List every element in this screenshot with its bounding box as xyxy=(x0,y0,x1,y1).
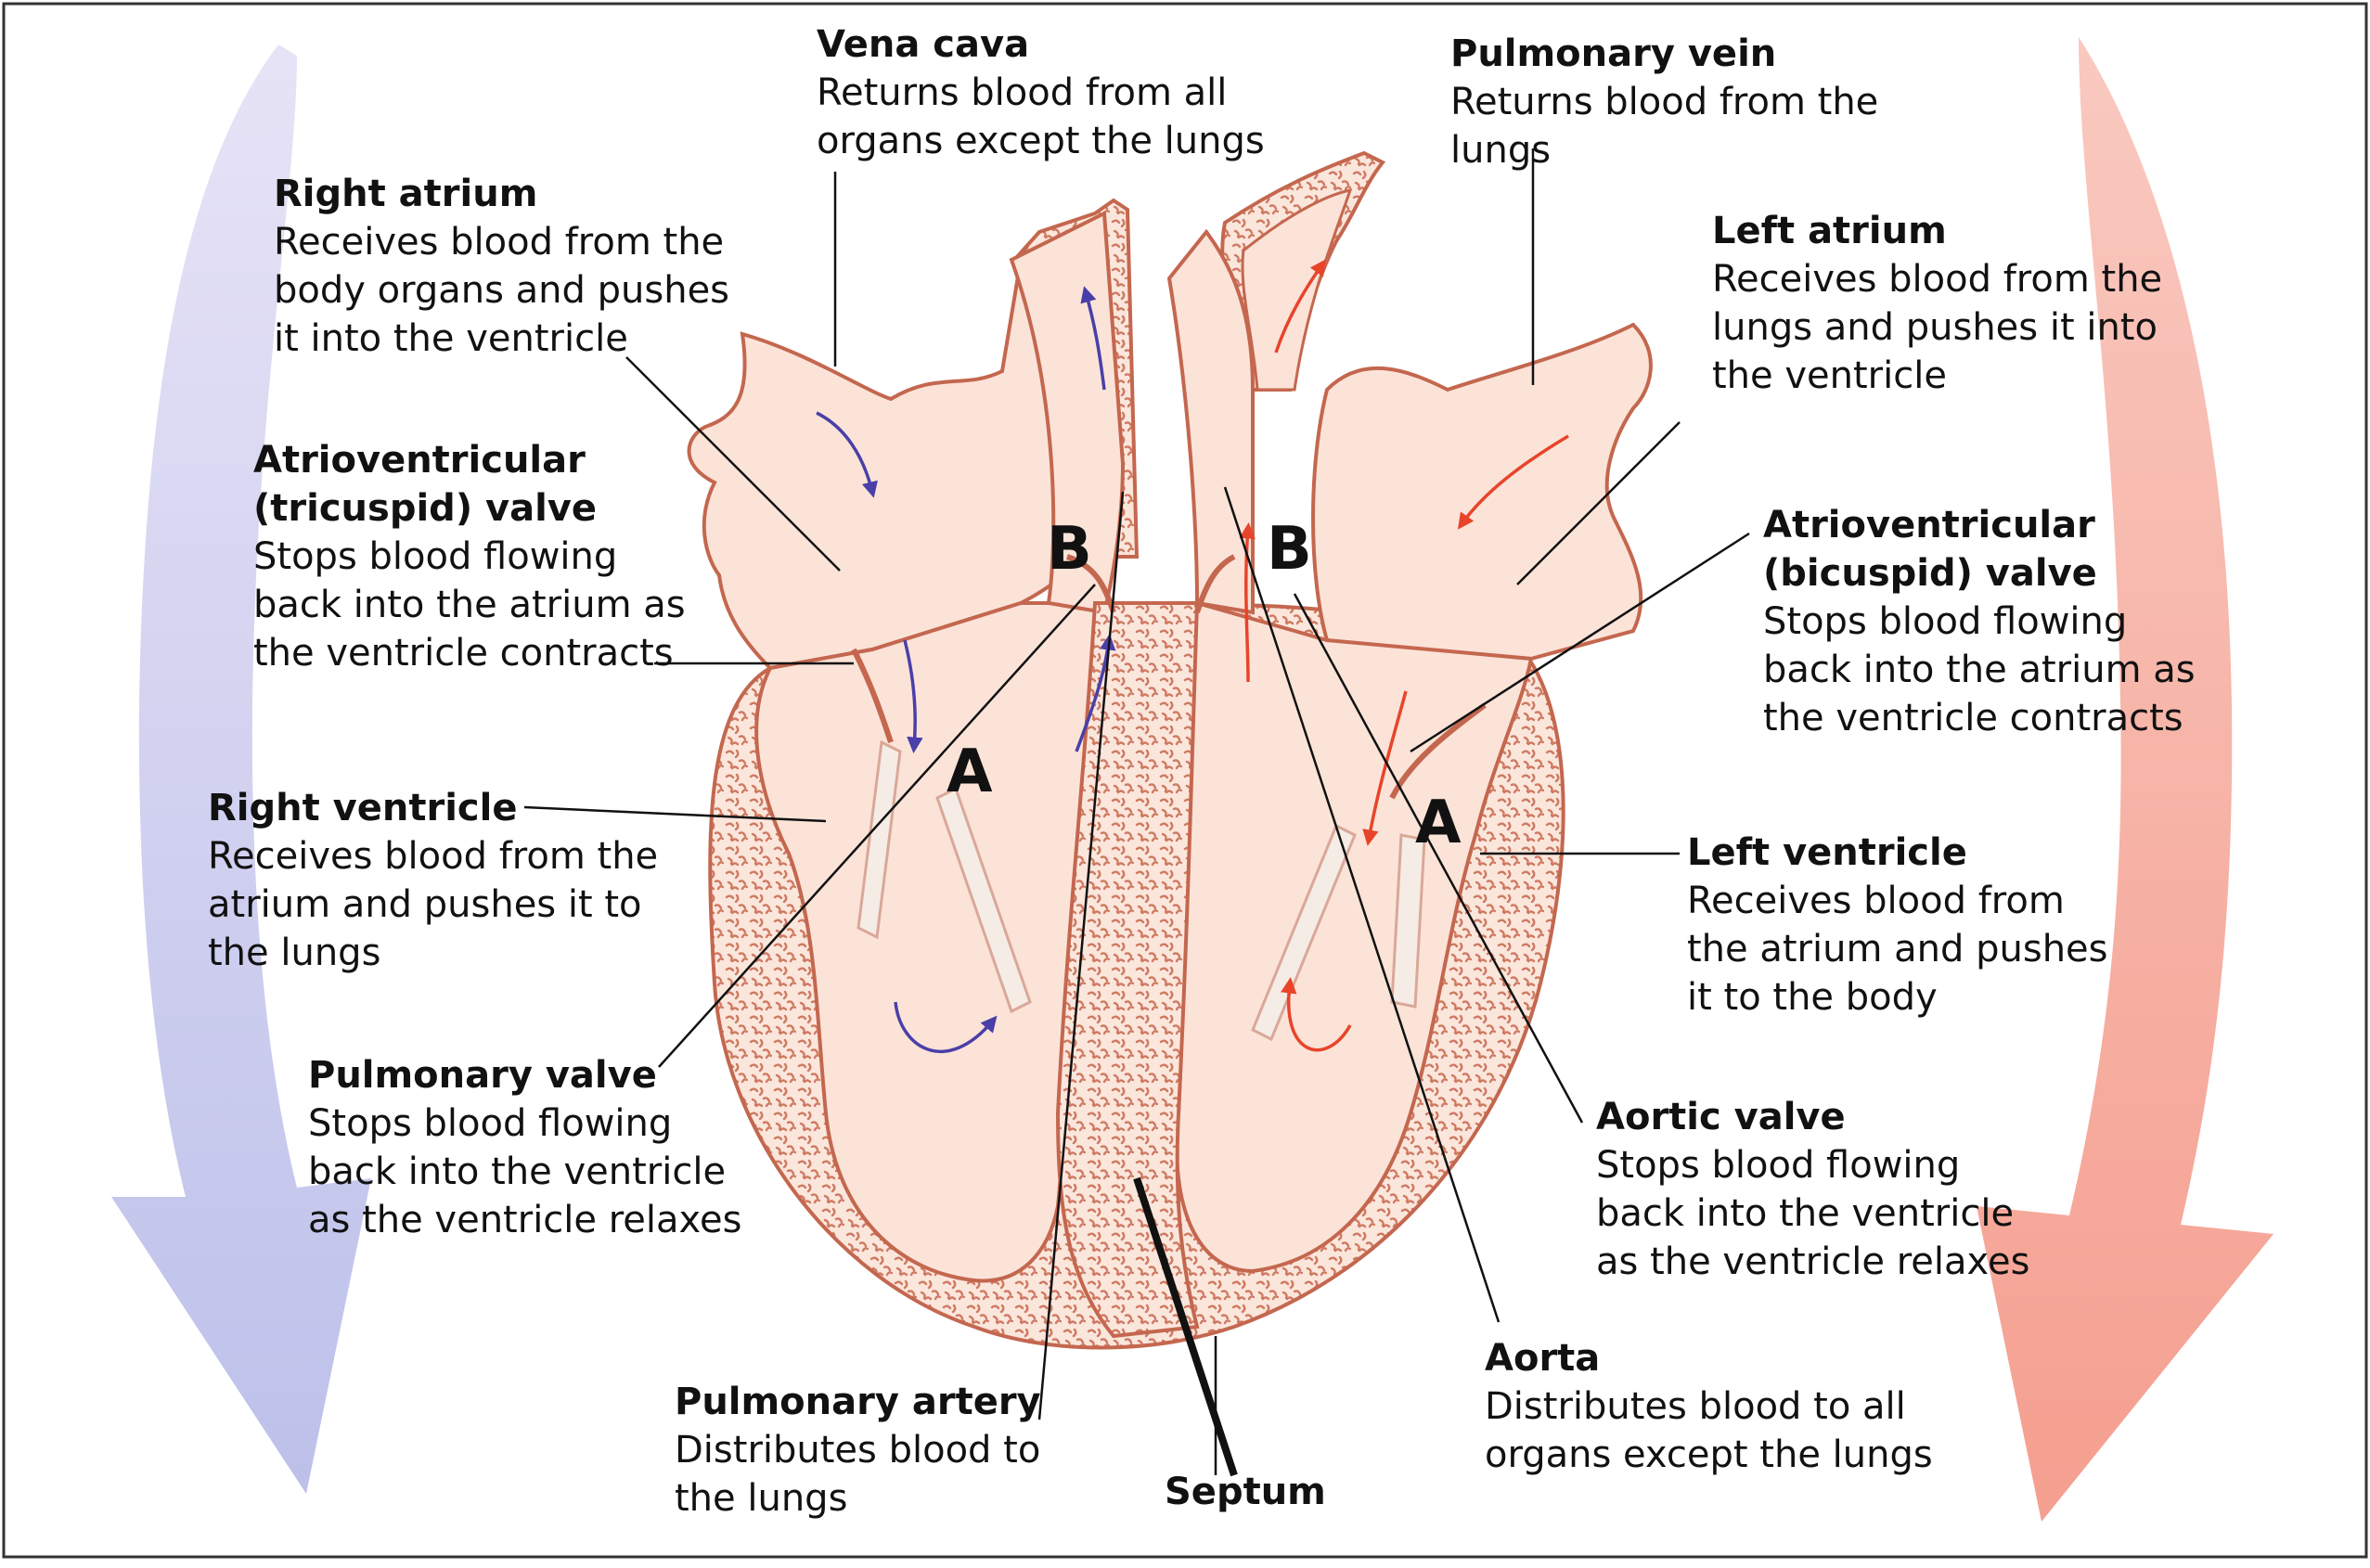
flow-arrow-blue-5 xyxy=(1080,286,1106,391)
oxygenated-circulation-arrow xyxy=(1977,37,2273,1522)
pulmonary-vein-desc-2: lungs xyxy=(1450,129,1552,172)
left-ventricle-desc-1: Receives blood from xyxy=(1687,880,2065,922)
tricuspid-valve-flap xyxy=(851,648,894,743)
pulmonary-vein-title: Pulmonary vein xyxy=(1450,32,1777,75)
left-ventricle-title: Left ventricle xyxy=(1687,831,1967,874)
leader-right-ventricle xyxy=(523,805,827,823)
flow-arrow-red-1 xyxy=(1274,259,1327,353)
pulmonary-artery-label: Pulmonary artery Distributes blood to th… xyxy=(675,1378,1041,1523)
leader-aorta xyxy=(1223,486,1501,1323)
left-atrium-label: Left atrium Receives blood from the lung… xyxy=(1712,207,2162,400)
left-ventricle-label: Left ventricle Receives blood from the a… xyxy=(1687,829,2108,1022)
right-atrium-desc-1: Receives blood from the xyxy=(274,221,725,263)
leader-right-atrium xyxy=(625,356,841,572)
leader-pulmonary-artery xyxy=(1037,491,1125,1420)
leader-left-atrium xyxy=(1516,421,1681,585)
flow-arrow-blue-4 xyxy=(1075,634,1116,752)
flow-arrow-red-5 xyxy=(1239,522,1256,683)
vena-cava-desc-1: Returns blood from all xyxy=(817,71,1228,114)
leader-lines xyxy=(523,148,1750,1475)
aortic-valve-letter: B xyxy=(1267,515,1312,584)
flow-arrow-red-4 xyxy=(1281,977,1352,1052)
aortic-valve-label: Aortic valve Stops blood flowing back in… xyxy=(1596,1093,2029,1286)
flow-arrow-blue-3 xyxy=(894,1001,998,1053)
vena-cava-desc-2: organs except the lungs xyxy=(817,120,1265,162)
aorta-desc-2: organs except the lungs xyxy=(1485,1433,1933,1476)
pulmonary-artery-desc-2: the lungs xyxy=(675,1477,848,1520)
tricuspid-valve-title-2: (tricuspid) valve xyxy=(253,487,597,530)
left-atrium-desc-2: lungs and pushes it into xyxy=(1712,306,2157,349)
aortic-valve-title: Aortic valve xyxy=(1596,1096,1846,1138)
left-chordae xyxy=(1251,823,1357,1042)
right-atrium-desc-3: it into the ventricle xyxy=(274,317,628,360)
right-ventricle-desc-3: the lungs xyxy=(208,932,381,974)
tricuspid-valve-desc-1: Stops blood flowing xyxy=(253,535,618,578)
septum-label: Septum xyxy=(1165,1471,1326,1513)
bicuspid-valve-title-2: (bicuspid) valve xyxy=(1763,552,2097,595)
left-ventricle-desc-3: it to the body xyxy=(1687,976,1938,1019)
bicuspid-valve-title: Atrioventricular xyxy=(1763,504,2095,546)
bicuspid-valve-letter: A xyxy=(1415,789,1462,857)
aorta-desc-1: Distributes blood to all xyxy=(1485,1385,1906,1428)
tricuspid-valve-label: Atrioventricular (tricuspid) valve Stops… xyxy=(253,436,686,677)
left-atrium-desc-3: the ventricle xyxy=(1712,354,1947,397)
pulmonary-valve-desc-1: Stops blood flowing xyxy=(308,1102,673,1145)
right-atrium-title: Right atrium xyxy=(274,173,538,215)
pulmonary-valve-title: Pulmonary valve xyxy=(308,1054,657,1097)
aortic-valve-desc-1: Stops blood flowing xyxy=(1596,1144,1961,1187)
pulmonary-artery-title: Pulmonary artery xyxy=(675,1381,1041,1423)
aorta-vessel xyxy=(1166,228,1255,615)
right-ventricle-desc-2: atrium and pushes it to xyxy=(208,883,642,926)
leader-aortic-valve xyxy=(1293,593,1584,1124)
left-atrium-title: Left atrium xyxy=(1712,210,1947,252)
right-atrium-desc-2: body organs and pushes xyxy=(274,269,730,312)
flow-arrow-blue-1 xyxy=(816,411,878,498)
left-chordae-2 xyxy=(1390,833,1426,1009)
right-chordae-2 xyxy=(935,786,1032,1014)
tricuspid-valve-letter: A xyxy=(947,738,993,806)
leader-bicuspid-valve xyxy=(1410,532,1750,753)
left-atrium-chamber xyxy=(1311,322,1653,662)
pulmonary-vein-label: Pulmonary vein Returns blood from the lu… xyxy=(1450,30,1878,174)
aorta-title: Aorta xyxy=(1485,1337,1601,1380)
flow-arrow-red-3 xyxy=(1362,690,1408,846)
aortic-valve-desc-3: as the ventricle relaxes xyxy=(1596,1240,2030,1283)
left-ventricle-desc-2: the atrium and pushes xyxy=(1687,928,2108,970)
deoxygenated-circulation-arrow xyxy=(111,45,371,1494)
pulmonary-valve-desc-3: as the ventricle relaxes xyxy=(308,1199,742,1241)
bicuspid-valve-desc-2: back into the atrium as xyxy=(1763,649,2196,691)
pulmonary-valve-letter: B xyxy=(1047,515,1092,584)
bicuspid-valve-desc-1: Stops blood flowing xyxy=(1763,600,2128,643)
leader-pulmonary-valve xyxy=(658,584,1096,1068)
right-ventricle-label: Right ventricle Receives blood from the … xyxy=(208,784,658,977)
pulmonary-valve-label: Pulmonary valve Stops blood flowing back… xyxy=(308,1051,741,1244)
vena-cava-label: Vena cava Returns blood from all organs … xyxy=(817,20,1265,165)
aortic-valve-flap xyxy=(1194,554,1236,613)
bicuspid-valve-desc-3: the ventricle contracts xyxy=(1763,697,2183,739)
tricuspid-valve-desc-2: back into the atrium as xyxy=(253,584,686,626)
aortic-valve-desc-2: back into the ventricle xyxy=(1596,1192,2015,1235)
right-atrium-chamber xyxy=(687,248,1088,671)
septum-pointer xyxy=(1133,1176,1238,1477)
pulmonary-valve-desc-2: back into the ventricle xyxy=(308,1150,727,1193)
septum-wall xyxy=(1055,601,1200,1339)
flow-arrow-red-2 xyxy=(1457,434,1569,530)
tricuspid-valve-desc-3: the ventricle contracts xyxy=(253,632,674,675)
tricuspid-valve-title: Atrioventricular xyxy=(253,439,586,482)
right-chordae xyxy=(857,739,902,940)
pulmonary-artery-desc-1: Distributes blood to xyxy=(675,1429,1041,1472)
right-ventricle-desc-1: Receives blood from the xyxy=(208,835,659,878)
vena-cava-title: Vena cava xyxy=(817,23,1030,66)
right-atrium-label: Right atrium Receives blood from the bod… xyxy=(274,170,729,363)
flow-arrow-blue-2 xyxy=(903,639,923,753)
pulmonary-valve-flap xyxy=(1065,554,1116,613)
pulmonary-vein-desc-1: Returns blood from the xyxy=(1450,81,1879,123)
left-atrium-desc-1: Receives blood from the xyxy=(1712,258,2163,301)
bicuspid-valve-label: Atrioventricular (bicuspid) valve Stops … xyxy=(1763,501,2196,742)
right-ventricle-title: Right ventricle xyxy=(208,787,518,829)
aorta-label: Aorta Distributes blood to all organs ex… xyxy=(1485,1334,1933,1479)
